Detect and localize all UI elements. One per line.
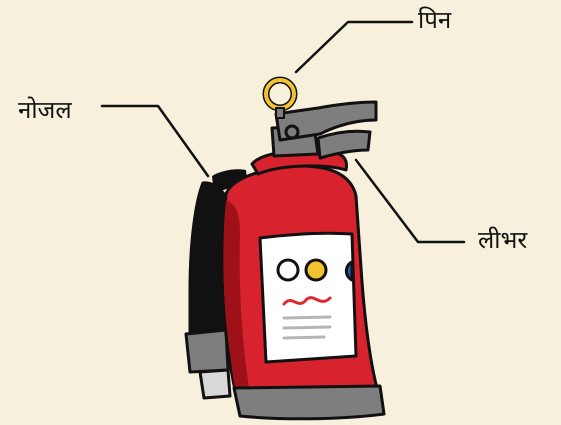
label-dot-yellow bbox=[306, 260, 326, 280]
pin-label: पिन bbox=[418, 8, 451, 32]
label-dot-blue bbox=[346, 262, 352, 280]
pin-leader-line bbox=[296, 22, 412, 72]
lever-label: लीभर bbox=[478, 228, 527, 252]
lever-leader-line bbox=[356, 160, 464, 242]
instruction-label bbox=[260, 233, 356, 362]
nozzle-leader-line bbox=[102, 106, 208, 176]
nozzle-holder bbox=[186, 330, 230, 398]
label-dot-white bbox=[278, 260, 298, 280]
nozzle-label: नोजल bbox=[18, 98, 72, 122]
